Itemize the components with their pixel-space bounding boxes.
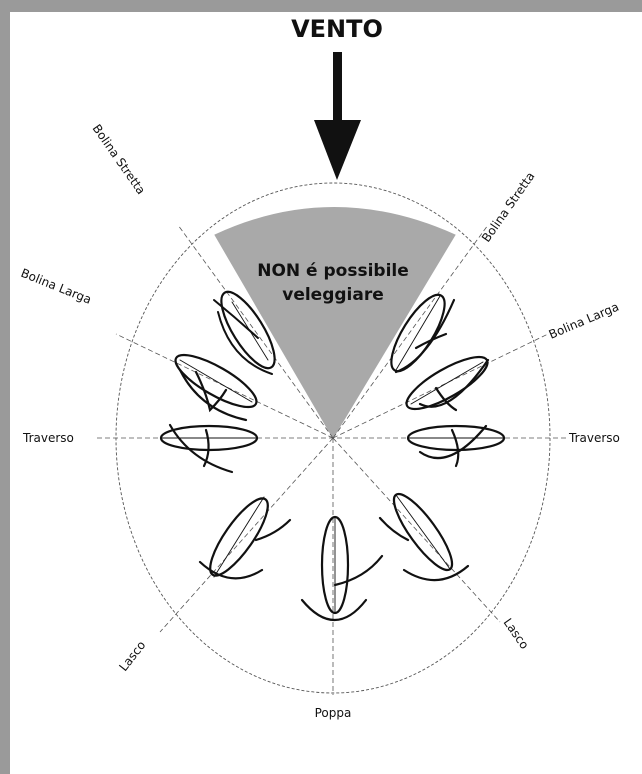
boat-icon-lasco-left bbox=[198, 496, 292, 580]
label-lasco-left: Lasco bbox=[116, 638, 148, 674]
boat-icon-bolina-larga-right bbox=[405, 355, 490, 412]
no-go-zone-text-line2: veleggiare bbox=[282, 285, 384, 305]
points-of-sail-diagram: VENTO NON é possibile veleggiare bbox=[19, 15, 621, 720]
boat-icon-traverso-left bbox=[159, 423, 259, 474]
label-traverso-left: Traverso bbox=[22, 431, 74, 445]
label-bolina-larga-left: Bolina Larga bbox=[19, 266, 94, 307]
no-go-zone bbox=[214, 207, 456, 439]
no-go-zone-text-line1: NON é possibile bbox=[257, 261, 409, 281]
label-lasco-right: Lasco bbox=[501, 616, 532, 652]
boat-icon-bolina-larga-left bbox=[174, 353, 258, 422]
boat-icon-traverso-right bbox=[406, 424, 506, 468]
boat-icon-poppa bbox=[300, 515, 384, 622]
wind-title: VENTO bbox=[291, 15, 383, 43]
label-bolina-stretta-left: Bolina Stretta bbox=[90, 122, 149, 197]
boat-icon-lasco-right bbox=[378, 492, 470, 582]
diagram-frame: VENTO NON é possibile veleggiare bbox=[10, 12, 642, 774]
label-bolina-larga-right: Bolina Larga bbox=[547, 300, 621, 342]
boat-icon-bolina-stretta-left bbox=[213, 290, 276, 375]
boat-icon-bolina-stretta-right bbox=[390, 293, 456, 374]
label-bolina-stretta-right: Bolina Stretta bbox=[479, 169, 538, 244]
boat-icons bbox=[159, 290, 506, 622]
wind-arrow-icon bbox=[314, 52, 361, 180]
label-traverso-right: Traverso bbox=[568, 431, 620, 445]
label-poppa: Poppa bbox=[315, 706, 352, 720]
